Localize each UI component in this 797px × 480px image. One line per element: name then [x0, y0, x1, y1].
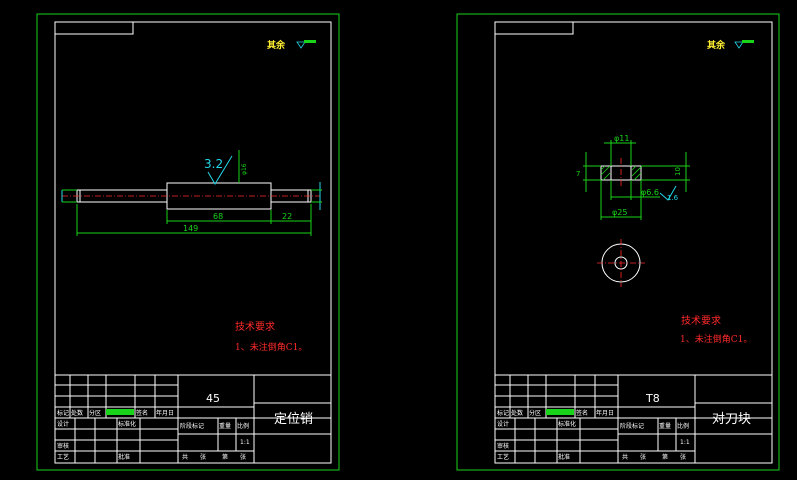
- left-title-block: 标记 处数 分区 签名 年月日 设计 标准化 阶段标记 重量 比例 审核 工艺 …: [54, 374, 332, 464]
- right-outer-frame: [456, 13, 780, 471]
- right-tech-note: 1、未注倒角C1。: [680, 333, 752, 345]
- left-label-sign: 签名: [136, 409, 148, 417]
- right-tech-title: 技术要求: [681, 314, 721, 327]
- left-scale-value: 1:1: [240, 439, 250, 446]
- left-label-scale: 比例: [237, 422, 249, 430]
- left-label-design: 设计: [57, 420, 69, 428]
- right-title-block: 标记 处数 分区 签名 年月日 设计 标准化 阶段标记 重量 比例 审核 工艺 …: [494, 374, 773, 464]
- left-label-sheets: 张: [200, 453, 206, 461]
- right-roughness-symbol-icon: [734, 41, 744, 49]
- right-roughness-note: 其余: [707, 39, 726, 51]
- right-dim-bottom: φ25: [612, 208, 627, 217]
- left-dim-right: 22: [282, 212, 292, 221]
- left-part-name: 定位销: [274, 412, 313, 427]
- left-roughness-note: 其余: [267, 39, 286, 51]
- right-part-name: 对刀块: [712, 412, 751, 427]
- right-dim-top: φ11: [614, 134, 629, 143]
- left-sheet: 其余 68 22 149: [36, 13, 340, 471]
- left-shaft-part: 68 22 149 3.2 φ16: [61, 150, 322, 236]
- left-label-review: 审核: [57, 442, 69, 450]
- right-label-sheets: 张: [640, 453, 646, 461]
- left-label-standard: 标准化: [118, 420, 136, 428]
- right-label-count: 处数: [511, 409, 523, 417]
- right-label-scale: 比例: [677, 422, 689, 430]
- left-inner-frame: [54, 21, 332, 464]
- left-dim-diameter: φ16: [241, 163, 248, 175]
- right-label-review: 审核: [497, 442, 509, 450]
- left-tech-note: 1、未注倒角C1。: [235, 341, 307, 353]
- right-label-weight: 重量: [659, 422, 671, 430]
- right-roughness-bar: [742, 40, 754, 43]
- right-block-top-view: [597, 239, 645, 287]
- right-label-mark: 标记: [497, 409, 509, 417]
- right-label-stage: 阶段标记: [620, 422, 644, 430]
- left-label-no: 第: [222, 453, 228, 461]
- left-dim-mid: 68: [213, 212, 223, 221]
- left-roughness-bar: [304, 40, 316, 43]
- right-label-design: 设计: [497, 420, 509, 428]
- right-label-approve: 批准: [558, 453, 570, 461]
- right-label-total: 共: [622, 453, 628, 461]
- right-label-sign: 签名: [576, 409, 588, 417]
- right-inner-frame: [494, 21, 773, 464]
- left-dim-total: 149: [183, 224, 198, 233]
- left-label-count: 处数: [71, 409, 83, 417]
- right-label-standard: 标准化: [558, 420, 576, 428]
- left-label-total: 共: [182, 453, 188, 461]
- right-sheet: 其余 φ11 φ25 φ6.6 1.6: [456, 13, 780, 471]
- left-material: 45: [206, 392, 220, 405]
- left-label-mark: 标记: [57, 409, 69, 417]
- left-roughness-symbol-icon: [296, 41, 306, 49]
- right-block-section: φ11 φ25 φ6.6 1.6 7 10: [576, 134, 690, 220]
- right-label-no: 第: [662, 453, 668, 461]
- right-code-box: [494, 21, 574, 35]
- left-label-date: 年月日: [156, 409, 174, 417]
- right-material: T8: [645, 392, 660, 405]
- left-label-approve: 批准: [118, 453, 130, 461]
- left-label-weight: 重量: [219, 422, 231, 430]
- right-label-date: 年月日: [596, 409, 614, 417]
- left-label-process: 工艺: [57, 453, 69, 461]
- right-scale-value: 1:1: [680, 439, 690, 446]
- right-dim-height-left: 7: [576, 170, 580, 178]
- left-label-sheet: 张: [240, 453, 246, 461]
- right-finish-value: 1.6: [667, 194, 679, 202]
- left-surface-finish-value: 3.2: [204, 157, 223, 171]
- right-surface-finish-icon: [659, 185, 677, 201]
- left-label-zone: 分区: [89, 409, 101, 417]
- right-dim-inner: φ6.6: [641, 188, 659, 197]
- left-surface-finish-icon: [207, 155, 233, 185]
- left-code-box: [54, 21, 134, 35]
- right-label-zone: 分区: [529, 409, 541, 417]
- left-outer-frame: [36, 13, 340, 471]
- right-label-sheet: 张: [680, 453, 686, 461]
- right-label-process: 工艺: [497, 453, 509, 461]
- left-tech-title: 技术要求: [235, 320, 275, 333]
- left-label-stage: 阶段标记: [180, 422, 204, 430]
- right-dim-height-right: 10: [674, 167, 682, 176]
